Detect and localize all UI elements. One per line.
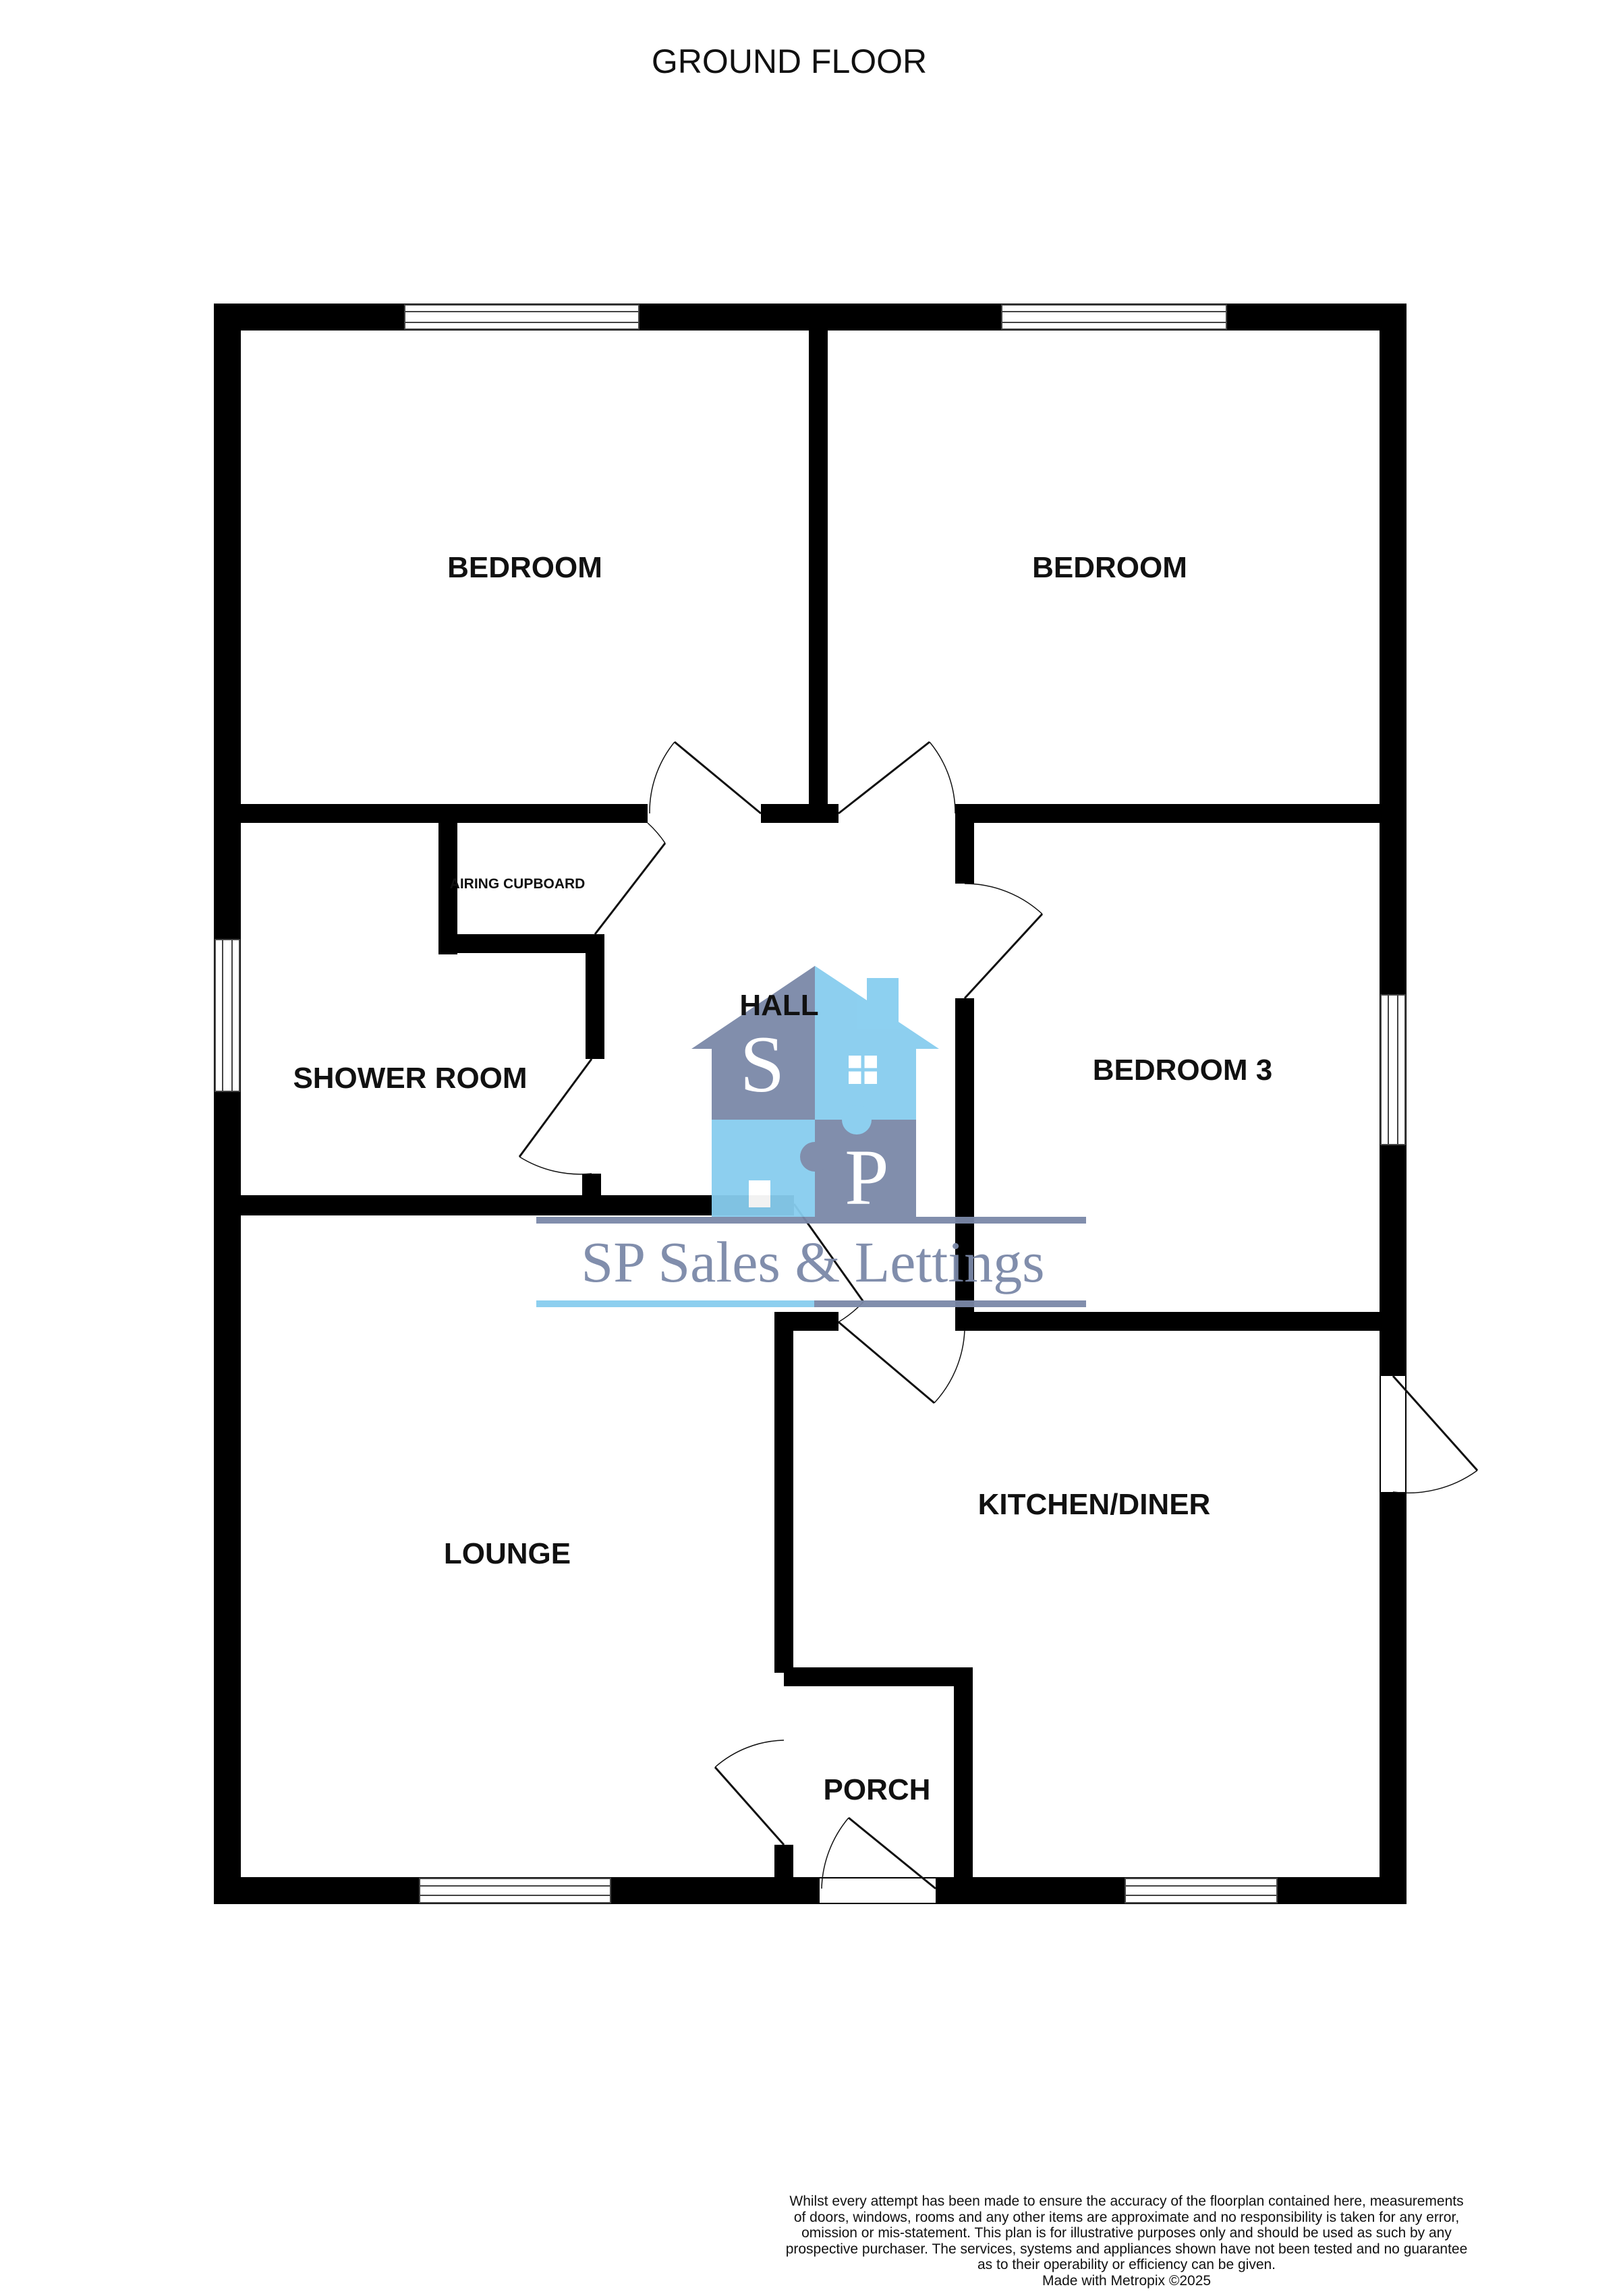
door-shower-room	[518, 1058, 593, 1175]
watermark-slate-block	[815, 1120, 916, 1222]
wall-between-bedrooms	[809, 317, 828, 823]
watermark-letter-p: P	[845, 1133, 889, 1222]
label-shower-room: SHOWER ROOM	[293, 1062, 527, 1095]
wall-porch-top	[784, 1667, 973, 1686]
window-glazing	[215, 304, 1406, 1903]
disclaimer-credit: Made with Metropix ©2025	[1042, 2272, 1212, 2289]
company-watermark: S P SP Sales & Lettings	[536, 966, 1086, 1307]
watermark-underline-right	[814, 1300, 1086, 1307]
wall-hall-right-lower	[955, 998, 974, 1330]
label-lounge: LOUNGE	[444, 1537, 571, 1570]
door-bedroom-2	[838, 741, 956, 815]
door-porch-internal	[714, 1740, 785, 1845]
label-hall: HALL	[739, 989, 818, 1022]
wall-bedroom-door-stub	[761, 804, 839, 823]
label-bedroom-2: BEDROOM	[1032, 551, 1187, 584]
watermark-underline-top	[536, 1217, 1086, 1224]
wall-airing-left	[438, 816, 457, 954]
door-side-external	[1392, 1375, 1479, 1494]
window-shower-room	[215, 940, 239, 1091]
room-labels: BEDROOM BEDROOM HALL AIRING CUPBOARD SHO…	[293, 551, 1272, 1806]
wall-bedroom3-bottom	[955, 1312, 1394, 1331]
disclaimer-line: omission or mis-statement. This plan is …	[801, 2225, 1452, 2241]
door-airing-cupboard	[594, 822, 666, 935]
watermark-letter-s: S	[740, 1019, 785, 1109]
disclaimer-line: Whilst every attempt has been made to en…	[789, 2193, 1464, 2209]
watermark-slate-roof	[691, 966, 815, 1120]
wall-airing-bottom	[438, 934, 597, 953]
door-bedroom-3	[963, 883, 1044, 1000]
wall-bedroom3-right-gap-mask	[1380, 1322, 1407, 1376]
watermark-underline-left	[536, 1300, 814, 1307]
opening-front-door	[820, 1878, 936, 1903]
disclaimer: Whilst every attempt has been made to en…	[735, 2193, 1518, 2289]
window-lounge	[420, 1878, 610, 1903]
label-bedroom-3: BEDROOM 3	[1093, 1054, 1272, 1087]
label-porch: PORCH	[824, 1773, 931, 1806]
watermark-puzzle-knob-2	[842, 1105, 872, 1135]
label-bedroom-1: BEDROOM	[447, 551, 602, 584]
watermark-puzzle-knob	[800, 1142, 830, 1172]
wall-airing-right	[586, 934, 604, 1059]
wall-openings	[215, 305, 1405, 1903]
page-title: GROUND FLOOR	[651, 42, 928, 80]
wall-porch-left-lower	[774, 1845, 793, 1885]
watermark-company-name: SP Sales & Lettings	[581, 1230, 1044, 1294]
window-bedroom-1	[405, 305, 639, 329]
label-kitchen-diner: KITCHEN/DINER	[978, 1488, 1211, 1521]
door-kitchen	[838, 1321, 965, 1404]
disclaimer-line: prospective purchaser. The services, sys…	[785, 2241, 1468, 2257]
watermark-door-icon	[749, 1180, 770, 1207]
wall-bedrooms-right-lower	[955, 804, 1394, 823]
disclaimer-line: as to their operability or efficiency ca…	[977, 2257, 1276, 2272]
door-bedroom-1	[649, 741, 762, 815]
window-kitchen	[1125, 1878, 1277, 1903]
opening-side-door	[1381, 1376, 1405, 1492]
door-front-external	[821, 1816, 936, 1890]
wall-shower-bottom	[223, 1195, 794, 1215]
wall-lounge-door-stub-top	[774, 1312, 839, 1331]
wall-porch-right	[954, 1667, 973, 1890]
watermark-sky-roof	[815, 966, 939, 1120]
window-bedroom-3	[1381, 995, 1405, 1145]
wall-lounge-right	[774, 1315, 793, 1673]
wall-bedrooms-left-lower	[223, 804, 648, 823]
window-bedroom-2	[1002, 305, 1226, 329]
wall-hall-right-upper	[955, 816, 974, 884]
label-airing-cupboard: AIRING CUPBOARD	[450, 876, 586, 892]
outer-wall-left	[214, 304, 241, 1904]
disclaimer-line: of doors, windows, rooms and any other i…	[793, 2209, 1460, 2225]
